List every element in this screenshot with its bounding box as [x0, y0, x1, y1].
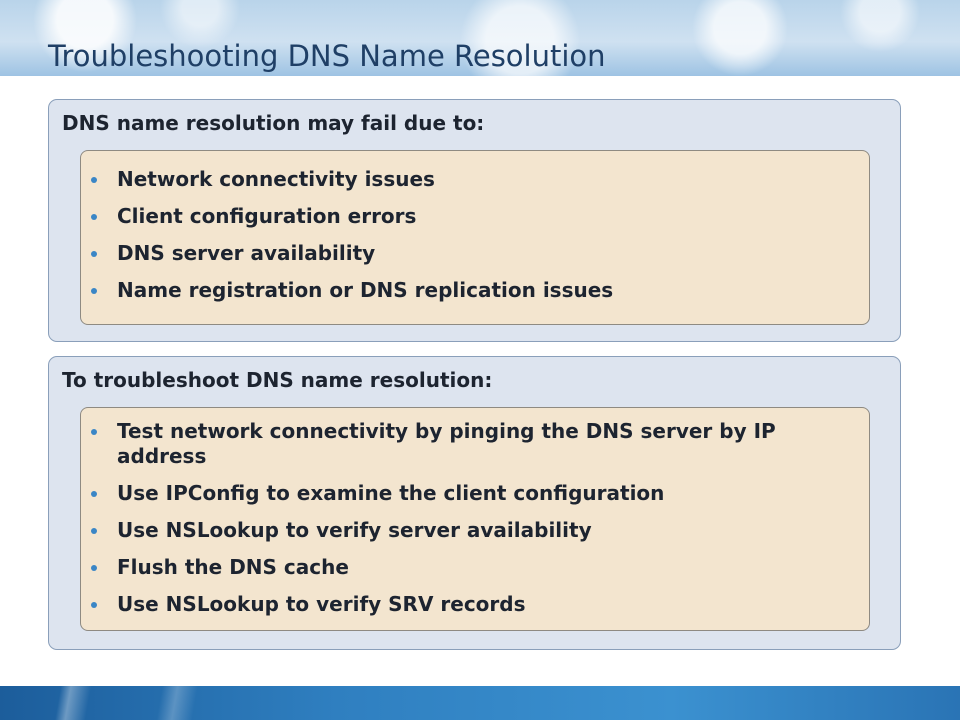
list-item-text: Use NSLookup to verify server availabili… [117, 518, 592, 542]
list-item: Test network connectivity by pinging the… [91, 419, 855, 469]
bullet-icon [91, 214, 97, 220]
bullet-list: Test network connectivity by pinging the… [91, 419, 855, 629]
section-heading: DNS name resolution may fail due to: [62, 111, 485, 135]
list-item-text: Use NSLookup to verify SRV records [117, 592, 526, 616]
list-item: Client configuration errors [91, 204, 855, 229]
list-item-text: Use IPConfig to examine the client confi… [117, 481, 665, 505]
list-item: Network connectivity issues [91, 167, 855, 192]
bullet-icon [91, 177, 97, 183]
bullet-icon [91, 251, 97, 257]
list-item: Use NSLookup to verify server availabili… [91, 518, 855, 543]
list-item: Use IPConfig to examine the client confi… [91, 481, 855, 506]
list-item: Flush the DNS cache [91, 555, 855, 580]
page-title: Troubleshooting DNS Name Resolution [48, 39, 606, 73]
list-item-text: Network connectivity issues [117, 167, 435, 191]
bullet-list: Network connectivity issues Client confi… [91, 167, 855, 315]
failure-causes-box: Network connectivity issues Client confi… [80, 150, 870, 325]
list-item-text: Client configuration errors [117, 204, 417, 228]
section-heading: To troubleshoot DNS name resolution: [62, 368, 493, 392]
bullet-icon [91, 528, 97, 534]
footer-background [0, 686, 960, 720]
bullet-icon [91, 288, 97, 294]
bullet-icon [91, 429, 97, 435]
list-item-text: Flush the DNS cache [117, 555, 349, 579]
list-item-text: Test network connectivity by pinging the… [117, 419, 776, 468]
bullet-icon [91, 491, 97, 497]
list-item-text: Name registration or DNS replication iss… [117, 278, 614, 302]
bullet-icon [91, 565, 97, 571]
list-item: Name registration or DNS replication iss… [91, 278, 855, 303]
troubleshooting-steps-panel: To troubleshoot DNS name resolution: Tes… [48, 356, 901, 650]
list-item: DNS server availability [91, 241, 855, 266]
list-item: Use NSLookup to verify SRV records [91, 592, 855, 617]
troubleshooting-steps-box: Test network connectivity by pinging the… [80, 407, 870, 631]
failure-causes-panel: DNS name resolution may fail due to: Net… [48, 99, 901, 342]
bullet-icon [91, 602, 97, 608]
list-item-text: DNS server availability [117, 241, 376, 265]
header-background [0, 0, 960, 76]
